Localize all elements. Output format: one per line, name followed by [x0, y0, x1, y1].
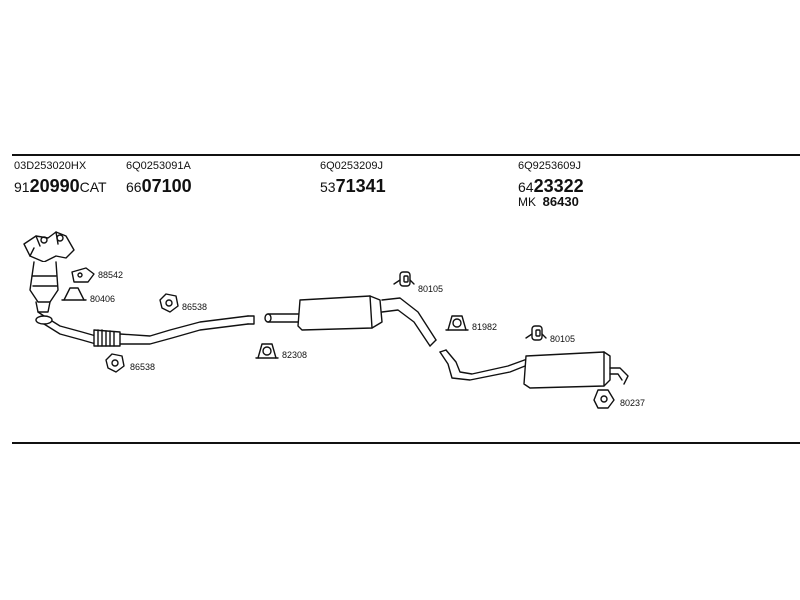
part-bold-3: 71341: [335, 176, 386, 196]
part-label-86538-top: 86538: [182, 302, 208, 312]
oe-number-2: 6Q0253091A: [126, 160, 191, 172]
part-label-80105-top: 80105: [418, 284, 444, 294]
part-number-3: 5371341: [320, 176, 386, 197]
part-label-82308: 82308: [282, 350, 308, 360]
clamp-80406-part: [61, 287, 87, 301]
part-suffix-1: CAT: [79, 179, 107, 195]
mount-kit-number: MK 86430: [518, 194, 579, 209]
part-prefix-3: 53: [320, 179, 336, 195]
part-label-81982: 81982: [472, 322, 498, 332]
part-number-2: 6607100: [126, 176, 192, 197]
oe-number-3: 6Q0253209J: [320, 160, 383, 172]
rear-silencer-part: [439, 349, 629, 389]
part-bold-2: 07100: [141, 176, 192, 196]
part-prefix-2: 66: [126, 179, 142, 195]
part-bold-1: 20990: [29, 176, 80, 196]
hanger-80237-part: [593, 389, 615, 409]
gasket-86538-bottom-part: [105, 353, 125, 373]
hanger-80105-rear-part: [525, 325, 547, 341]
part-prefix-1: 91: [14, 179, 30, 195]
front-pipe-part: [35, 311, 255, 347]
middle-silencer-part: [264, 295, 437, 347]
oe-number-1: 03D253020HX: [14, 160, 87, 172]
hanger-80105-top-part: [393, 271, 415, 287]
part-prefix-4: 64: [518, 179, 534, 195]
part-label-88542: 88542: [98, 270, 124, 280]
mount-kit-value: 86430: [542, 194, 579, 209]
top-rule: [12, 154, 800, 156]
gasket-86538-top-part: [159, 293, 179, 313]
part-label-80237: 80237: [620, 398, 646, 408]
part-label-80105-rear: 80105: [550, 334, 576, 344]
part-bold-4: 23322: [533, 176, 584, 196]
clamp-81982-part: [445, 315, 469, 331]
bottom-rule: [12, 442, 800, 444]
part-label-86538-bottom: 86538: [130, 362, 156, 372]
oe-number-4: 6Q9253609J: [518, 160, 581, 172]
part-number-4: 6423322: [518, 176, 584, 197]
clamp-82308-part: [255, 343, 279, 359]
mount-kit-prefix: MK: [518, 195, 536, 209]
part-label-80406: 80406: [90, 294, 116, 304]
gasket-88542-part: [71, 267, 95, 283]
part-number-1: 9120990CAT: [14, 176, 107, 197]
catalytic-converter-part: [23, 231, 75, 313]
